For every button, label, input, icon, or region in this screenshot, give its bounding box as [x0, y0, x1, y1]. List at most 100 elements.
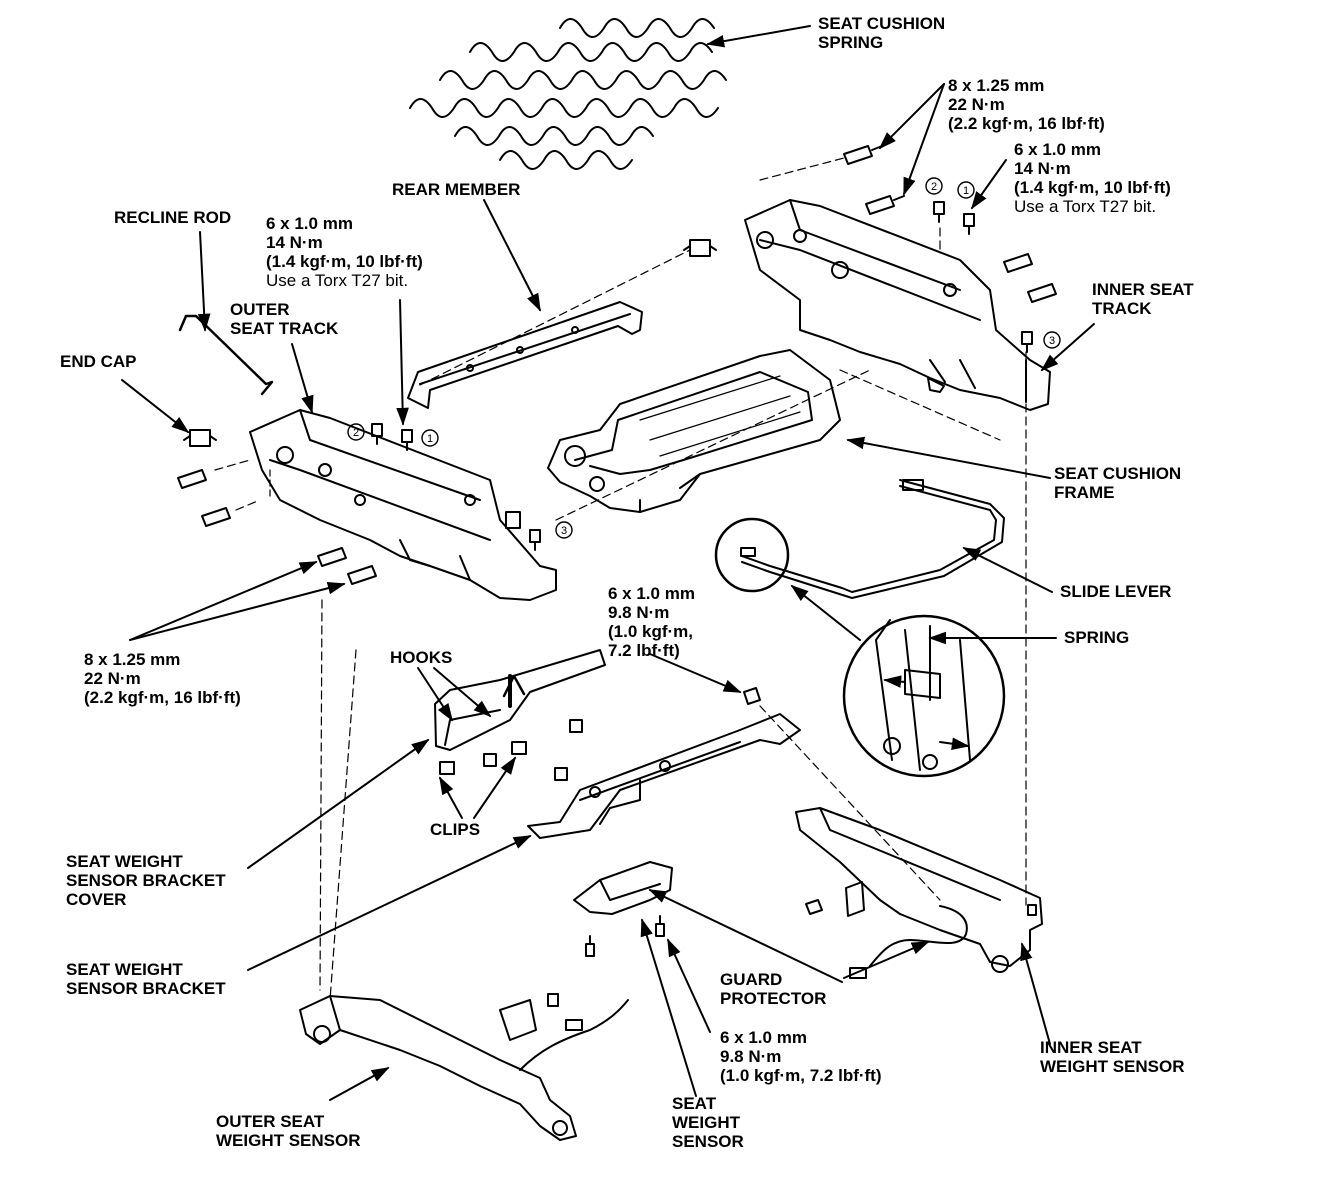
spec-line: (1.0 kgf·m, 7.2 lbf·ft) [720, 1066, 882, 1085]
label-line: OUTER SEAT [216, 1112, 325, 1131]
callout-1-right: 1 [963, 185, 969, 197]
spec-line: 14 N·m [266, 233, 323, 252]
label-line: HOOKS [390, 648, 453, 667]
label-line: SLIDE LEVER [1060, 582, 1172, 601]
label-clips: CLIPS [430, 820, 480, 839]
spec-line: Use a Torx T27 bit. [1014, 197, 1157, 216]
spec-line: 22 N·m [84, 669, 141, 688]
spec-line: 6 x 1.0 mm [720, 1028, 807, 1047]
label-line: OUTER [230, 300, 290, 319]
label-line: WEIGHT SENSOR [216, 1131, 361, 1150]
label-outer-seat-track: OUTER SEAT TRACK [230, 300, 338, 338]
slide-lever [740, 479, 1005, 599]
spec-bolt-6x10-bottom: 6 x 1.0 mm 9.8 N·m (1.0 kgf·m, 7.2 lbf·f… [720, 1028, 882, 1085]
label-line: CLIPS [430, 820, 481, 839]
spec-line: 6 x 1.0 mm [266, 214, 353, 233]
spec-line: 9.8 N·m [720, 1047, 782, 1066]
label-slide-lever: SLIDE LEVER [1060, 582, 1171, 601]
label-line: INNER SEAT [1092, 280, 1194, 299]
callout-circles [347, 177, 1061, 539]
spec-bolt-8x125-top: 8 x 1.25 mm 22 N·m (2.2 kgf·m, 16 lbf·ft… [948, 76, 1105, 133]
spec-bolt-6x10-mid: 6 x 1.0 mm 9.8 N·m (1.0 kgf·m, 7.2 lbf·f… [608, 584, 695, 660]
label-guard-protector: GUARD PROTECTOR [720, 970, 826, 1008]
label-sensor-bracket-cover: SEAT WEIGHT SENSOR BRACKET COVER [66, 852, 226, 909]
bolts [177, 145, 1057, 1007]
label-line: SEAT WEIGHT [66, 852, 183, 871]
label-seat-cushion-spring: SEAT CUSHION SPRING [818, 14, 945, 52]
recline-rod [178, 314, 274, 396]
outer-seat-weight-sensor [299, 995, 629, 1141]
alignment-lines [214, 157, 1027, 1001]
spec-line: 8 x 1.25 mm [84, 650, 181, 669]
label-spring: SPRING [1064, 628, 1129, 647]
callout-1-left: 1 [427, 433, 433, 445]
spec-line: 7.2 lbf·ft) [608, 641, 680, 660]
label-line: SENSOR BRACKET [66, 871, 226, 890]
label-line: PROTECTOR [720, 989, 827, 1008]
spec-line: 8 x 1.25 mm [948, 76, 1045, 95]
label-line: SEAT [672, 1094, 717, 1113]
label-inner-seat-track: INNER SEAT TRACK [1092, 280, 1194, 318]
spec-line: (2.2 kgf·m, 16 lbf·ft) [948, 114, 1105, 133]
spec-line: 22 N·m [948, 95, 1005, 114]
callout-3-right: 3 [1049, 335, 1055, 347]
label-outer-seat-weight-sensor: OUTER SEAT WEIGHT SENSOR [216, 1112, 361, 1150]
callout-3-left: 3 [561, 525, 567, 537]
label-seat-weight-sensor: SEAT WEIGHT SENSOR [672, 1094, 744, 1151]
spec-line: 14 N·m [1014, 159, 1071, 178]
seat-cushion-spring [409, 18, 727, 170]
leader-arrows [121, 25, 1095, 1101]
spec-line: (1.4 kgf·m, 10 lbf·ft) [1014, 178, 1171, 197]
spec-bolt-8x125-left: 8 x 1.25 mm 22 N·m (2.2 kgf·m, 16 lbf·ft… [84, 650, 241, 707]
label-line: SPRING [818, 33, 884, 52]
spec-bolt-6x10-top-right: 6 x 1.0 mm 14 N·m (1.4 kgf·m, 10 lbf·ft)… [1014, 140, 1171, 216]
label-line: SPRING [1064, 628, 1130, 647]
label-line: WEIGHT [672, 1113, 740, 1132]
spec-line: (1.4 kgf·m, 10 lbf·ft) [266, 252, 423, 271]
spec-line: (1.0 kgf·m, [608, 622, 694, 641]
label-line: TRACK [1092, 299, 1152, 318]
label-inner-seat-weight-sensor: INNER SEAT WEIGHT SENSOR [1040, 1038, 1185, 1076]
end-cap-right [683, 239, 717, 257]
label-seat-cushion-frame: SEAT CUSHION FRAME [1054, 464, 1181, 502]
label-line: SENSOR BRACKET [66, 979, 226, 998]
label-line: REAR MEMBER [392, 180, 521, 199]
label-line: RECLINE ROD [114, 208, 232, 227]
label-rear-member: REAR MEMBER [392, 180, 520, 199]
label-line: SENSOR [672, 1132, 744, 1151]
sensor-bracket-cover [434, 649, 606, 751]
clips-group [439, 719, 583, 781]
seat-cushion-frame [547, 349, 841, 513]
callout-2-right: 2 [931, 181, 937, 193]
label-sensor-bracket: SEAT WEIGHT SENSOR BRACKET [66, 960, 226, 998]
spec-line: Use a Torx T27 bit. [266, 271, 409, 290]
spec-line: 9.8 N·m [608, 603, 670, 622]
label-line: END CAP [60, 352, 137, 371]
label-line: SEAT CUSHION [1054, 464, 1182, 483]
label-hooks: HOOKS [390, 648, 452, 667]
label-line: WEIGHT SENSOR [1040, 1057, 1185, 1076]
label-line: SEAT TRACK [230, 319, 339, 338]
seat-weight-sensor [573, 861, 673, 915]
outer-seat-track [249, 409, 557, 601]
spec-bolt-6x10-top-left: 6 x 1.0 mm 14 N·m (1.4 kgf·m, 10 lbf·ft)… [266, 214, 423, 290]
end-cap-left [183, 429, 217, 447]
label-recline-rod: RECLINE ROD [114, 208, 231, 227]
callout-2-left: 2 [353, 427, 359, 439]
spring-detail [842, 614, 1006, 778]
label-line: INNER SEAT [1040, 1038, 1142, 1057]
inner-seat-weight-sensor [795, 807, 1043, 979]
spec-line: 6 x 1.0 mm [1014, 140, 1101, 159]
spec-line: (2.2 kgf·m, 16 lbf·ft) [84, 688, 241, 707]
rear-member [407, 301, 643, 409]
label-line: GUARD [720, 970, 783, 989]
inner-seat-track [744, 199, 1051, 411]
sensor-bracket [527, 713, 801, 839]
label-end-cap: END CAP [60, 352, 137, 371]
label-line: FRAME [1054, 483, 1115, 502]
spec-line: 6 x 1.0 mm [608, 584, 695, 603]
label-line: COVER [66, 890, 127, 909]
label-line: SEAT WEIGHT [66, 960, 183, 979]
